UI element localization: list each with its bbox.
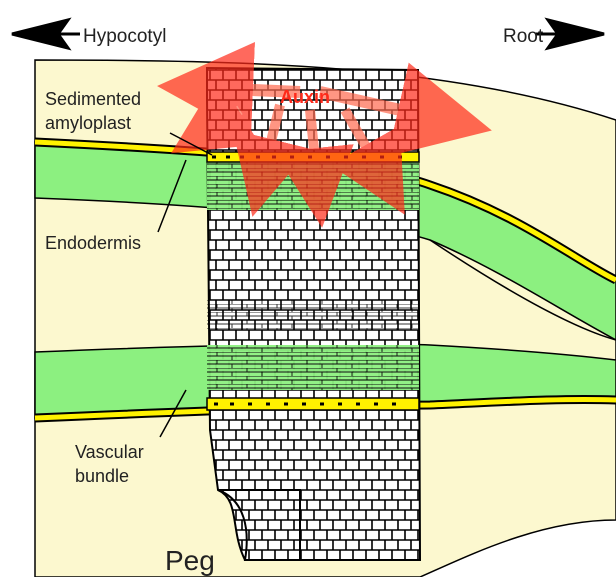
label-peg: Peg bbox=[165, 545, 215, 576]
label-bundle: bundle bbox=[75, 466, 129, 486]
label-vascular: Vascular bbox=[75, 442, 144, 462]
arrow-left-icon bbox=[12, 20, 80, 48]
label-root: Root bbox=[503, 26, 544, 47]
mid-flat-cell-layer bbox=[207, 300, 419, 330]
arrow-right-icon bbox=[536, 20, 604, 48]
label-amyloplast: amyloplast bbox=[45, 113, 131, 133]
label-endodermis: Endodermis bbox=[45, 233, 141, 253]
label-auxin: Auxin bbox=[280, 87, 330, 107]
label-sedimented: Sedimented bbox=[45, 89, 141, 109]
lower-green-cell-layer bbox=[207, 345, 419, 390]
lower-endodermis-cells bbox=[207, 398, 419, 410]
label-hypocotyl: Hypocotyl bbox=[83, 26, 166, 47]
